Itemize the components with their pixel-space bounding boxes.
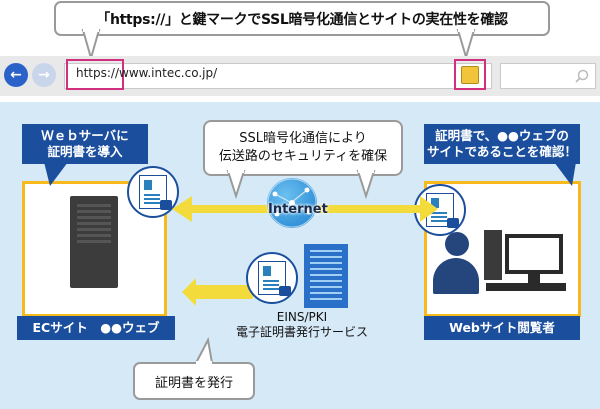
desktop-tower-icon (484, 230, 502, 280)
address-bar[interactable] (64, 63, 492, 89)
certificate-issue-callout: 証明書を発行 (133, 362, 255, 400)
ssl-callout-line2: 伝送路のセキュリティを確保 (218, 149, 388, 164)
certificate-icon (139, 175, 172, 210)
internet-label: Internet (268, 202, 328, 217)
web-server-label-tail (44, 162, 68, 186)
arrow-left-icon: ← (10, 67, 22, 83)
back-button[interactable]: ← (4, 63, 28, 87)
https-highlight (66, 59, 124, 90)
certificate-issue-text: 証明書を発行 (154, 375, 233, 391)
person-head-icon (445, 232, 469, 256)
lock-highlight[interactable] (454, 59, 486, 90)
certificate-icon (258, 261, 291, 296)
ssl-callout-line1: SSL暗号化通信により (239, 131, 367, 147)
monitor-stand-icon (528, 274, 540, 283)
certificate-check-label-text: 証明書で、●●ウェブの サイトであることを確認！ (427, 128, 577, 159)
ec-site-label-text: ECサイト ●●ウェブ (32, 320, 160, 336)
web-server-label: Ｗｅｂサーバに 証明書を導入 (22, 124, 148, 164)
arrow-right-icon: → (38, 67, 50, 83)
top-callout: 「https://」と鍵マークでSSL暗号化通信とサイトの実在性を確認 (54, 1, 550, 36)
certificate-issue-arrow (182, 278, 260, 306)
ec-site-label: ECサイト ●●ウェブ (17, 316, 175, 340)
person-body-icon (433, 258, 479, 294)
certificate-check-label: 証明書で、●●ウェブの サイトであることを確認！ (424, 124, 580, 164)
ssl-callout: SSL暗号化通信により 伝送路のセキュリティを確保 (203, 120, 403, 176)
web-visitor-label: Webサイト閲覧者 (424, 316, 580, 340)
padlock-icon (447, 218, 459, 228)
web-server-label-text: Ｗｅｂサーバに 証明書を導入 (41, 128, 129, 159)
lock-icon (461, 65, 479, 84)
monitor-icon (505, 234, 563, 274)
search-icon (575, 69, 589, 83)
building-icon (304, 244, 348, 308)
issuer-label: EINS/PKI 電子証明書発行サービス (214, 310, 390, 340)
issuer-label-line2: 電子証明書発行サービス (235, 325, 368, 339)
forward-button[interactable]: → (32, 63, 56, 87)
top-callout-tails (81, 28, 476, 62)
url-text: https://www.intec.co.jp/ (76, 66, 218, 80)
certificate-check-label-tail (554, 162, 576, 186)
padlock-icon (279, 286, 291, 296)
globe-network-lines (267, 178, 317, 228)
search-input[interactable] (500, 63, 596, 89)
padlock-icon (160, 200, 172, 210)
issuer-certificate-badge (246, 252, 298, 304)
web-visitor-label-text: Webサイト閲覧者 (449, 320, 555, 336)
keyboard-icon (486, 283, 566, 291)
server-certificate-badge (127, 166, 179, 218)
top-callout-text: 「https://」と鍵マークでSSL暗号化通信とサイトの実在性を確認 (96, 11, 508, 28)
issuer-label-line1: EINS/PKI (276, 310, 328, 324)
server-icon (70, 196, 118, 288)
